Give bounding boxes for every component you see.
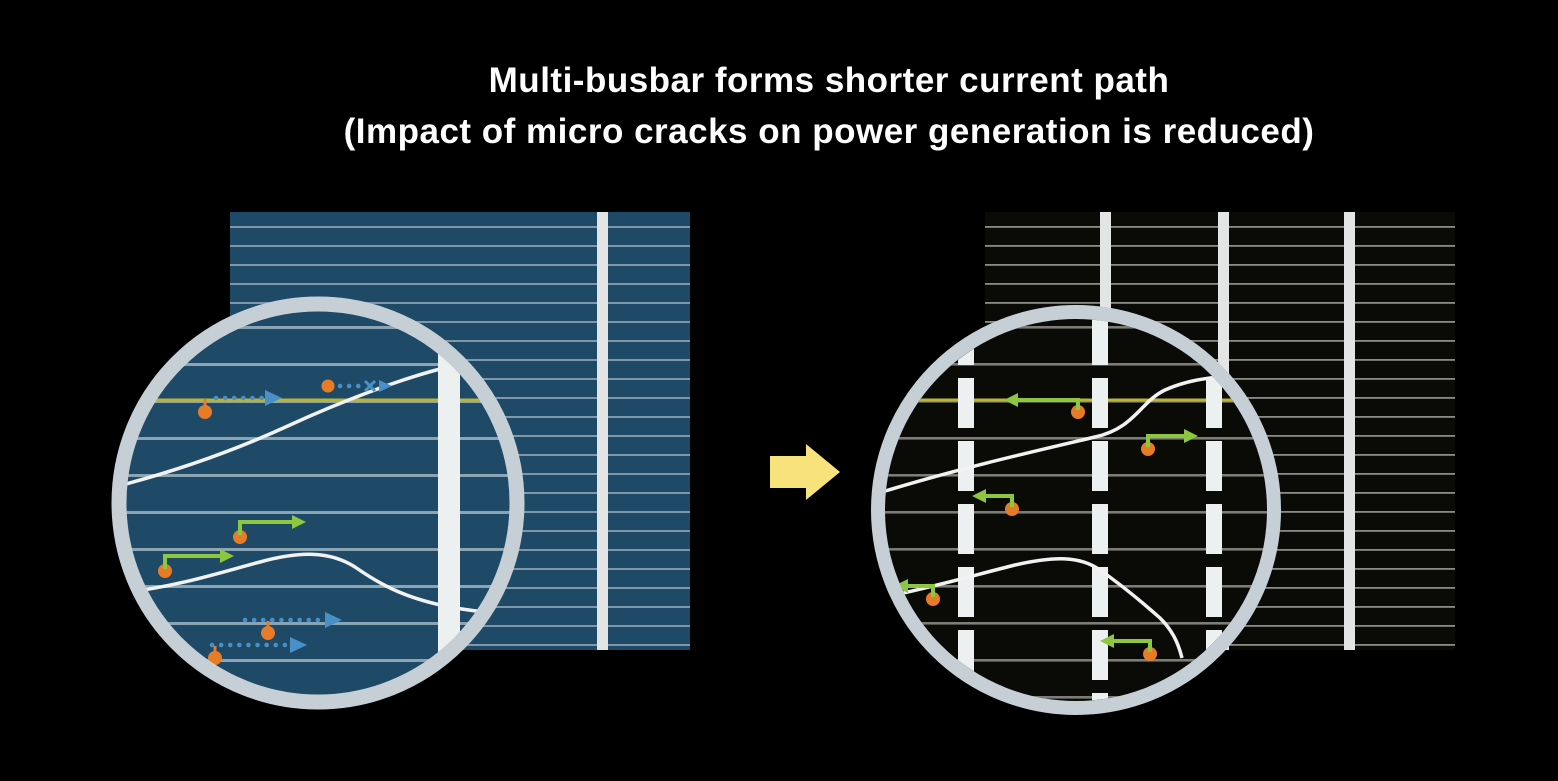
right-zoom-busbar-1: [958, 319, 974, 701]
arrowhead-left: [972, 489, 986, 503]
right-magnifier-view: [885, 319, 1267, 701]
transition-arrow-icon: [770, 444, 840, 500]
electron-dot: [233, 530, 247, 544]
short-path-arrow-left-1: [233, 515, 306, 544]
electron-dot: [261, 626, 275, 640]
right-zoom-busbar-3: [1206, 319, 1222, 701]
right-magnifier-ring: [871, 305, 1281, 715]
arrowhead-right: [265, 390, 282, 406]
electron-dot: [1071, 405, 1085, 419]
electron-dot: [1143, 647, 1157, 661]
conventional-cell-busbar: [597, 212, 608, 650]
arrowhead-right: [325, 612, 342, 628]
title-line-1: Multi-busbar forms shorter current path: [488, 61, 1170, 100]
blocked-path-arrow-bottom-2: [208, 637, 307, 665]
left-magnifier-view: [126, 311, 510, 695]
blocked-x-mark: [363, 379, 377, 393]
left-zoom-busbar: [438, 311, 460, 695]
electron-dot: [158, 564, 172, 578]
micro-crack-upper-left: [126, 367, 441, 488]
micro-crack-lower-right: [885, 557, 1184, 659]
arrowhead-right: [290, 637, 307, 653]
multi-busbar-3: [1344, 212, 1355, 650]
arrowhead-left: [1004, 393, 1018, 407]
blocked-path-arrow-mid: [321, 379, 392, 393]
short-path-arrow-left-2: [158, 549, 234, 578]
blocked-path-arrow-bottom-1: [242, 612, 342, 640]
electron-dot: [1005, 502, 1019, 516]
short-path-arrow-right-1: [1004, 393, 1085, 419]
short-path-arrow-right-3: [972, 489, 1019, 516]
arrowhead-right: [379, 380, 392, 392]
title-line-2: (Impact of micro cracks on power generat…: [343, 111, 1315, 151]
blocked-path-arrow-top: [198, 390, 282, 419]
electron-dot: [321, 379, 335, 393]
short-path-arrow-right-2: [1141, 429, 1198, 456]
short-path-arrow-right-5: [1100, 634, 1157, 661]
right-zoom-busbar-2: [1092, 319, 1108, 701]
electron-dot: [198, 405, 212, 419]
arrowhead-right: [220, 549, 234, 563]
electron-dot: [1141, 442, 1155, 456]
arrowhead-left: [1100, 634, 1114, 648]
arrowhead-right: [292, 515, 306, 529]
arrowhead-right: [1184, 429, 1198, 443]
right-zoom-finger-lines: [885, 319, 1267, 701]
left-magnifier-ring: [111, 296, 525, 710]
short-path-arrow-right-4: [894, 579, 940, 606]
arrowhead-left: [894, 579, 908, 593]
electron-dot: [926, 592, 940, 606]
electron-dot: [208, 651, 222, 665]
diagram-title: Multi-busbar forms shorter current path …: [100, 56, 1558, 158]
micro-crack-upper-right: [885, 374, 1229, 494]
